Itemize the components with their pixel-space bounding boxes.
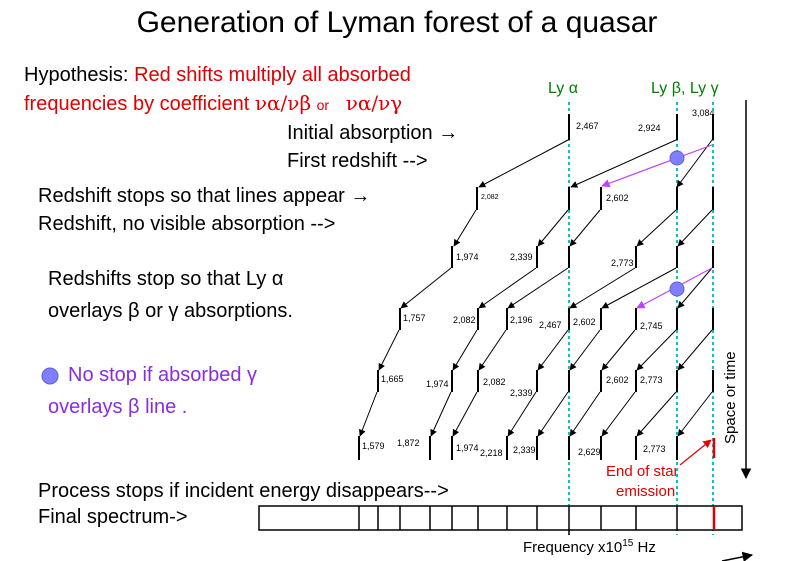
end-star-label2: emission	[616, 483, 676, 500]
step-overlay1: Redshifts stop so that Ly α	[48, 268, 284, 290]
hypothesis-ratio-ab: να/νβ	[254, 91, 312, 115]
val-r5-0: 1,579	[362, 441, 385, 451]
val-r3-2: 2,196	[510, 315, 533, 325]
frequency-axis-label: Frequency x1015 Hz	[523, 538, 656, 556]
val-r4-4: 2,602	[606, 375, 629, 385]
val-r2-1: 2,339	[510, 252, 533, 262]
val-r0-0: 2,467	[576, 121, 599, 131]
purple-arrow-1	[601, 144, 713, 188]
val-r4-5: 2,773	[640, 375, 663, 385]
val-r0-1: 2,924	[638, 123, 661, 133]
val-r1-0: 2,082	[481, 194, 499, 201]
page-title: Generation of Lyman forest of a quasar	[136, 6, 658, 39]
val-r5-1: 1,872	[397, 438, 420, 448]
val-r5-5: 2,629	[578, 447, 601, 457]
val-r4-3: 2,339	[510, 388, 533, 398]
frequency-arrow	[721, 551, 754, 561]
step-nostop1: No stop if absorbed γ	[68, 364, 257, 386]
hypothesis-line1: Hypothesis: Red shifts multiply all abso…	[24, 64, 411, 87]
hypothesis-line2: frequencies by coefficient να/νβ or να/ν…	[24, 91, 402, 116]
absorption-ticks	[358, 114, 714, 460]
val-r5-6: 2,773	[643, 444, 666, 454]
val-r2-2: 2,773	[611, 258, 634, 268]
val-r0-2: 3,084	[692, 108, 715, 118]
step-initial: Initial absorption →	[287, 122, 459, 144]
val-r3-0: 1,757	[403, 313, 426, 323]
step-overlay2: overlays β or γ absorptions.	[48, 300, 293, 322]
freq-axis-exp: 15	[622, 538, 634, 549]
step-nostop2: overlays β line .	[48, 396, 188, 418]
val-r2-0: 1,974	[456, 252, 479, 262]
step-process-stops: Process stops if incident energy disappe…	[38, 480, 449, 502]
val-r4-0: 1,665	[381, 374, 404, 384]
val-r5-2: 1,974	[456, 443, 479, 453]
step-first-redshift: First redshift -->	[287, 150, 428, 172]
step-no-visible: Redshift, no visible absorption -->	[38, 213, 336, 235]
hypothesis-or: or	[316, 97, 330, 113]
val-r3-1: 2,082	[453, 315, 476, 325]
hypothesis-ratio-ag: να/νγ	[345, 91, 403, 115]
overlay-marker-2	[669, 281, 685, 297]
val-r4-1: 1,974	[426, 379, 449, 389]
end-star-arrow	[679, 439, 712, 466]
label-ly-alpha: Ly α	[548, 80, 578, 97]
val-r3-3: 2,467	[539, 320, 562, 330]
val-r1-1: 2,602	[606, 193, 629, 203]
freq-axis-unit: Hz	[633, 539, 656, 556]
val-r5-4: 2,339	[513, 445, 536, 455]
freq-axis-text: Frequency x10	[523, 539, 623, 556]
step-stop-lines: Redshift stops so that lines appear →	[38, 185, 371, 207]
val-r3-4: 2,602	[573, 317, 596, 327]
overlay-marker-1	[669, 150, 685, 166]
val-r3-5: 2,745	[640, 321, 663, 331]
end-star-label1: End of star	[606, 463, 679, 480]
val-r4-2: 2,082	[483, 377, 506, 387]
val-r5-3: 2,218	[480, 448, 503, 458]
step-final-spectrum: Final spectrum->	[38, 506, 188, 528]
final-spectrum-lines	[358, 506, 678, 530]
hypothesis-text1: Red shifts multiply all absorbed	[134, 64, 411, 86]
label-ly-beta-gamma: Ly β, Ly γ	[651, 80, 719, 97]
hypothesis-label: Hypothesis:	[24, 64, 135, 86]
final-spectrum-box	[258, 505, 743, 531]
redshift-arrows	[359, 139, 713, 437]
hypothesis-text2: frequencies by coefficient	[24, 93, 250, 115]
legend-marker	[41, 367, 59, 385]
